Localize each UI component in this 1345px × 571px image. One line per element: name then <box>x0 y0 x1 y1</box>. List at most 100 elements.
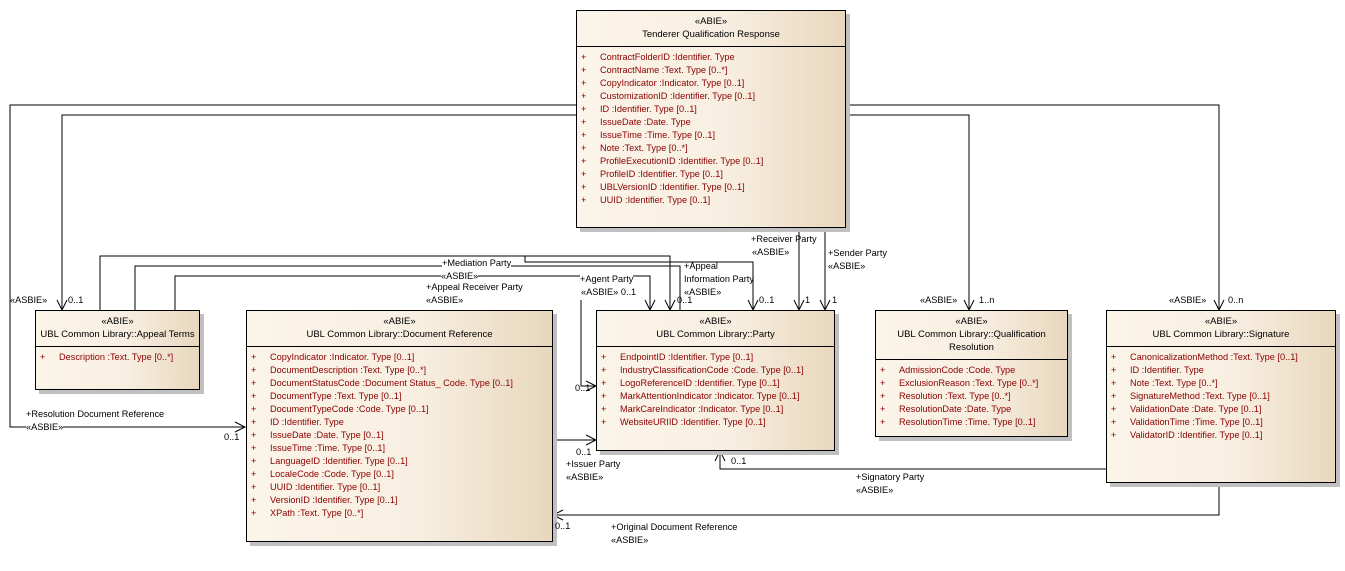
attribute-row[interactable]: +ContractFolderID :Identifier. Type <box>581 51 845 64</box>
class-appeal-terms[interactable]: «ABIE» UBL Common Library::Appeal Terms … <box>35 310 200 390</box>
resolution-document-reference-role: +Resolution Document Reference <box>26 409 165 419</box>
visibility-public-icon: + <box>581 65 587 75</box>
class-signature[interactable]: «ABIE» UBL Common Library::Signature +Ca… <box>1106 310 1336 483</box>
attribute-text: IndustryClassificationCode :Code. Type [… <box>620 365 804 375</box>
signature-multiplicity: 0..n <box>1228 295 1244 305</box>
attribute-row[interactable]: +UBLVersionID :Identifier. Type [0..1] <box>581 181 845 194</box>
attribute-row[interactable]: +Note :Text. Type [0..*] <box>1111 377 1335 390</box>
visibility-public-icon: + <box>251 352 257 362</box>
attribute-row[interactable]: +UUID :Identifier. Type [0..1] <box>581 194 845 207</box>
attribute-row[interactable]: +AdmissionCode :Code. Type <box>880 364 1067 377</box>
sender-party-role: +Sender Party <box>828 248 887 258</box>
attribute-text: CustomizationID :Identifier. Type [0..1] <box>600 91 756 101</box>
attribute-list: +Description :Text. Type [0..*] <box>36 347 199 364</box>
class-party[interactable]: «ABIE» UBL Common Library::Party +Endpoi… <box>596 310 835 451</box>
attribute-text: ContractName :Text. Type [0..*] <box>600 65 728 75</box>
attribute-row[interactable]: +CanonicalizationMethod :Text. Type [0..… <box>1111 351 1335 364</box>
mediation-party-multiplicity: 0..1 <box>677 295 693 305</box>
signature-stereotype: «ASBIE» <box>1169 295 1207 305</box>
attribute-row[interactable]: +EndpointID :Identifier. Type [0..1] <box>601 351 834 364</box>
visibility-public-icon: + <box>601 365 607 375</box>
attribute-text: ValidationTime :Time. Type [0..1] <box>1130 417 1263 427</box>
assoc-resolution-document-reference <box>9 104 576 428</box>
visibility-public-icon: + <box>880 404 886 414</box>
attribute-row[interactable]: +VersionID :Identifier. Type [0..1] <box>251 494 552 507</box>
agent-party-role: +Agent Party <box>580 273 634 285</box>
signatory-party-stereotype: «ASBIE» <box>856 485 894 495</box>
attribute-row[interactable]: +SignatureMethod :Text. Type [0..1] <box>1111 390 1335 403</box>
attribute-row[interactable]: +WebsiteURIID :Identifier. Type [0..1] <box>601 416 834 429</box>
attribute-row[interactable]: +DocumentStatusCode :Document Status_ Co… <box>251 377 552 390</box>
signatory-party-role: +Signatory Party <box>856 472 925 482</box>
attribute-row[interactable]: +ExclusionReason :Text. Type [0..*] <box>880 377 1067 390</box>
attribute-row[interactable]: +IssueTime :Time. Type [0..1] <box>251 442 552 455</box>
attribute-row[interactable]: +ValidatorID :Identifier. Type [0..1] <box>1111 429 1335 442</box>
attribute-row[interactable]: + CopyIndicator :Indicator. Type [0..1] <box>251 351 552 364</box>
visibility-public-icon: + <box>581 78 587 88</box>
class-header: «ABIE» UBL Common Library::Signature <box>1107 311 1335 347</box>
attribute-row[interactable]: +LocaleCode :Code. Type [0..1] <box>251 468 552 481</box>
attribute-text: MarkAttentionIndicator :Indicator. Type … <box>620 391 800 401</box>
attribute-row[interactable]: +ValidationDate :Date. Type [0..1] <box>1111 403 1335 416</box>
attribute-row[interactable]: +LanguageID :Identifier. Type [0..1] <box>251 455 552 468</box>
visibility-public-icon: + <box>581 117 587 127</box>
stereotype: «ABIE» <box>383 316 416 327</box>
attribute-row[interactable]: +ValidationTime :Time. Type [0..1] <box>1111 416 1335 429</box>
visibility-public-icon: + <box>251 482 257 492</box>
class-tenderer-qualification-response[interactable]: «ABIE» Tenderer Qualification Response +… <box>576 10 846 228</box>
attribute-row[interactable]: +ResolutionTime :Time. Type [0..1] <box>880 416 1067 429</box>
attribute-text: SignatureMethod :Text. Type [0..1] <box>1130 391 1270 401</box>
attribute-row[interactable]: +CopyIndicator :Indicator. Type [0..1] <box>581 77 845 90</box>
attribute-row[interactable]: +IssueTime :Time. Type [0..1] <box>581 129 845 142</box>
attribute-row[interactable]: + ContractName :Text. Type [0..*] <box>581 64 845 77</box>
attribute-list: +ContractFolderID :Identifier. Type+Cont… <box>577 47 845 207</box>
attribute-text: XPath :Text. Type [0..*] <box>270 508 364 518</box>
attribute-row[interactable]: +ID :Identifier. Type <box>251 416 552 429</box>
attribute-row[interactable]: +IssueDate :Date. Type <box>581 116 845 129</box>
attribute-row[interactable]: +Resolution :Text. Type [0..*] <box>880 390 1067 403</box>
attribute-text: ProfileID :Identifier. Type [0..1] <box>600 169 723 179</box>
attribute-text: ID :Identifier. Type <box>270 417 344 427</box>
stereotype: «ABIE» <box>101 316 134 327</box>
qualification-resolution-multiplicity: 1..n <box>979 295 995 305</box>
appeal-terms-stereotype: «ASBIE» <box>10 295 48 305</box>
visibility-public-icon: + <box>251 391 257 401</box>
visibility-public-icon: + <box>880 417 886 427</box>
attribute-row[interactable]: +DocumentType :Text. Type [0..1] <box>251 390 552 403</box>
attribute-row[interactable]: +IssueDate :Date. Type [0..1] <box>251 429 552 442</box>
attribute-text: IssueTime :Time. Type [0..1] <box>600 130 716 140</box>
attribute-row[interactable]: +Note :Text. Type [0..*] <box>581 142 845 155</box>
attribute-row[interactable]: + XPath :Text. Type [0..*] <box>251 507 552 520</box>
attribute-row[interactable]: +ResolutionDate :Date. Type <box>880 403 1067 416</box>
class-document-reference[interactable]: «ABIE» UBL Common Library::Document Refe… <box>246 310 553 542</box>
attribute-row[interactable]: +DocumentTypeCode :Code. Type [0..1] <box>251 403 552 416</box>
attribute-row[interactable]: +LogoReferenceID :Identifier. Type [0..1… <box>601 377 834 390</box>
attribute-text: DocumentStatusCode :Document Status_ Cod… <box>270 378 513 388</box>
assoc-mediation-party <box>99 255 671 310</box>
agent-party-multiplicity: 0..1 <box>575 383 591 393</box>
visibility-public-icon: + <box>601 352 607 362</box>
assoc-agent-party <box>580 300 596 387</box>
visibility-public-icon: + <box>581 104 587 114</box>
issuer-party-role: +Issuer Party <box>566 459 621 469</box>
attribute-text: LocaleCode :Code. Type [0..1] <box>270 469 394 479</box>
class-qualification-resolution[interactable]: «ABIE» UBL Common Library::Qualification… <box>875 310 1068 437</box>
attribute-text: Resolution :Text. Type [0..*] <box>899 391 1011 401</box>
visibility-public-icon: + <box>581 182 587 192</box>
attribute-row[interactable]: +ProfileExecutionID :Identifier. Type [0… <box>581 155 845 168</box>
attribute-row[interactable]: +MarkAttentionIndicator :Indicator. Type… <box>601 390 834 403</box>
attribute-row[interactable]: +Description :Text. Type [0..*] <box>40 351 199 364</box>
attribute-row[interactable]: +UUID :Identifier. Type [0..1] <box>251 481 552 494</box>
attribute-row[interactable]: +ID :Identifier. Type [0..1] <box>581 103 845 116</box>
attribute-text: CopyIndicator :Indicator. Type [0..1] <box>270 352 415 362</box>
visibility-public-icon: + <box>1111 352 1117 362</box>
attribute-row[interactable]: +MarkCareIndicator :Indicator. Type [0..… <box>601 403 834 416</box>
resolution-document-reference-stereotype: «ASBIE» <box>26 421 64 433</box>
attribute-row[interactable]: +ProfileID :Identifier. Type [0..1] <box>581 168 845 181</box>
attribute-row[interactable]: + IndustryClassificationCode :Code. Type … <box>601 364 834 377</box>
attribute-row[interactable]: +CustomizationID :Identifier. Type [0..1… <box>581 90 845 103</box>
attribute-row[interactable]: +DocumentDescription :Text. Type [0..*] <box>251 364 552 377</box>
attribute-row[interactable]: +ID :Identifier. Type <box>1111 364 1335 377</box>
visibility-public-icon: + <box>251 508 257 518</box>
